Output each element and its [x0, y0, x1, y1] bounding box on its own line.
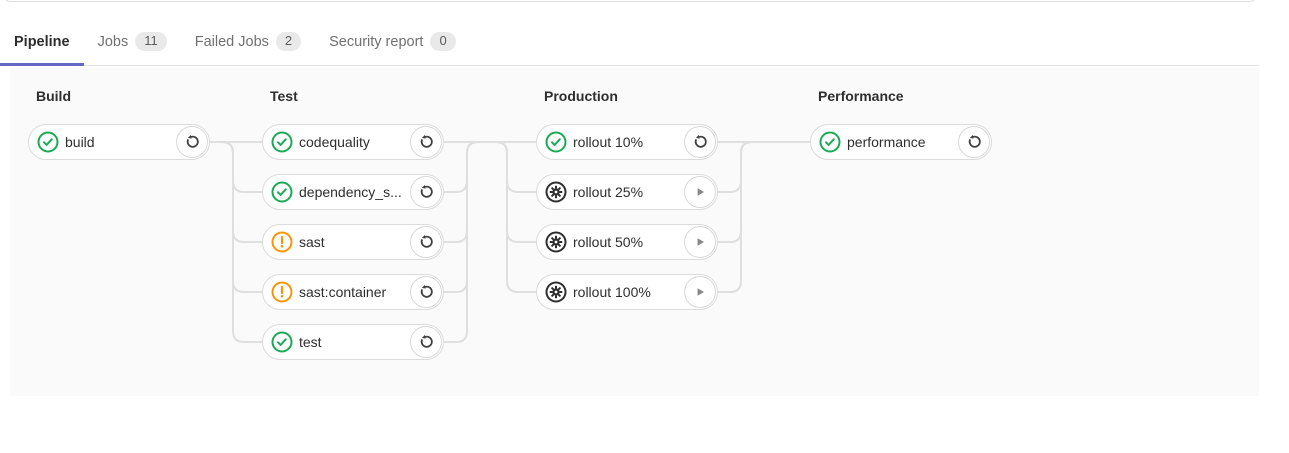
- pipeline-tabs: Pipeline Jobs 11 Failed Jobs 2 Security …: [0, 0, 1259, 66]
- security-report-count-badge: 0: [430, 32, 456, 51]
- job-label: build: [65, 134, 95, 150]
- tab-security-report[interactable]: Security report 0: [315, 20, 470, 66]
- job-label: sast:container: [299, 284, 387, 300]
- job-label: rollout 25%: [573, 184, 644, 200]
- job-pill-rollout-25[interactable]: rollout 25%: [536, 174, 718, 210]
- stage-title-performance: Performance: [818, 88, 904, 104]
- job-pill-codequality[interactable]: codequality: [262, 124, 444, 160]
- tab-label: Failed Jobs: [194, 33, 269, 50]
- tab-label: Pipeline: [14, 33, 70, 50]
- retry-button[interactable]: [176, 126, 208, 158]
- job-label: codequality: [299, 134, 370, 150]
- retry-icon: [418, 334, 434, 350]
- tab-failed-jobs[interactable]: Failed Jobs 2: [181, 20, 315, 66]
- gear-circle-icon: [545, 281, 567, 303]
- stage-title-production: Production: [544, 88, 618, 104]
- job-label: rollout 10%: [573, 134, 644, 150]
- check-circle-icon: [37, 131, 59, 153]
- job-pill-build[interactable]: build: [28, 124, 210, 160]
- retry-icon: [418, 234, 434, 250]
- gear-circle-icon: [545, 231, 567, 253]
- retry-button[interactable]: [410, 276, 442, 308]
- job-label: dependency_s...: [299, 184, 402, 200]
- job-pill-rollout-10[interactable]: rollout 10%: [536, 124, 718, 160]
- job-label: sast: [299, 234, 325, 250]
- tab-pipeline[interactable]: Pipeline: [0, 20, 84, 66]
- jobs-count-badge: 11: [135, 32, 167, 51]
- job-pill-performance[interactable]: performance: [810, 124, 992, 160]
- retry-button[interactable]: [410, 326, 442, 358]
- job-pill-test[interactable]: test: [262, 324, 444, 360]
- check-circle-icon: [271, 181, 293, 203]
- stage-title-build: Build: [36, 88, 71, 104]
- job-pill-dependency-s[interactable]: dependency_s...: [262, 174, 444, 210]
- retry-button[interactable]: [684, 126, 716, 158]
- job-label: test: [299, 334, 322, 350]
- play-button[interactable]: [684, 276, 716, 308]
- tab-label: Security report: [329, 33, 424, 50]
- tab-label: Jobs: [97, 33, 129, 50]
- retry-icon: [418, 134, 434, 150]
- tab-jobs[interactable]: Jobs 11: [84, 20, 181, 66]
- job-label: rollout 100%: [573, 284, 651, 300]
- stage-title-test: Test: [270, 88, 298, 104]
- retry-button[interactable]: [410, 226, 442, 258]
- check-circle-icon: [271, 331, 293, 353]
- job-pill-sast-container[interactable]: sast:container: [262, 274, 444, 310]
- play-icon: [692, 184, 708, 200]
- play-button[interactable]: [684, 176, 716, 208]
- check-circle-icon: [545, 131, 567, 153]
- failed-jobs-count-badge: 2: [275, 32, 302, 51]
- check-circle-icon: [271, 131, 293, 153]
- retry-button[interactable]: [410, 176, 442, 208]
- retry-icon: [184, 134, 200, 150]
- retry-icon: [418, 184, 434, 200]
- retry-icon: [418, 284, 434, 300]
- job-label: rollout 50%: [573, 234, 644, 250]
- retry-icon: [692, 134, 708, 150]
- stage-connector-lines: [210, 141, 810, 343]
- exclamation-circle-icon: [271, 281, 293, 303]
- job-label: performance: [847, 134, 926, 150]
- play-icon: [692, 284, 708, 300]
- job-pill-sast[interactable]: sast: [262, 224, 444, 260]
- play-icon: [692, 234, 708, 250]
- gear-circle-icon: [545, 181, 567, 203]
- play-button[interactable]: [684, 226, 716, 258]
- retry-icon: [966, 134, 982, 150]
- retry-button[interactable]: [958, 126, 990, 158]
- job-pill-rollout-100[interactable]: rollout 100%: [536, 274, 718, 310]
- pipeline-graph: Build build Test codequality dependency_s...…: [10, 68, 1259, 396]
- exclamation-circle-icon: [271, 231, 293, 253]
- retry-button[interactable]: [410, 126, 442, 158]
- job-pill-rollout-50[interactable]: rollout 50%: [536, 224, 718, 260]
- check-circle-icon: [819, 131, 841, 153]
